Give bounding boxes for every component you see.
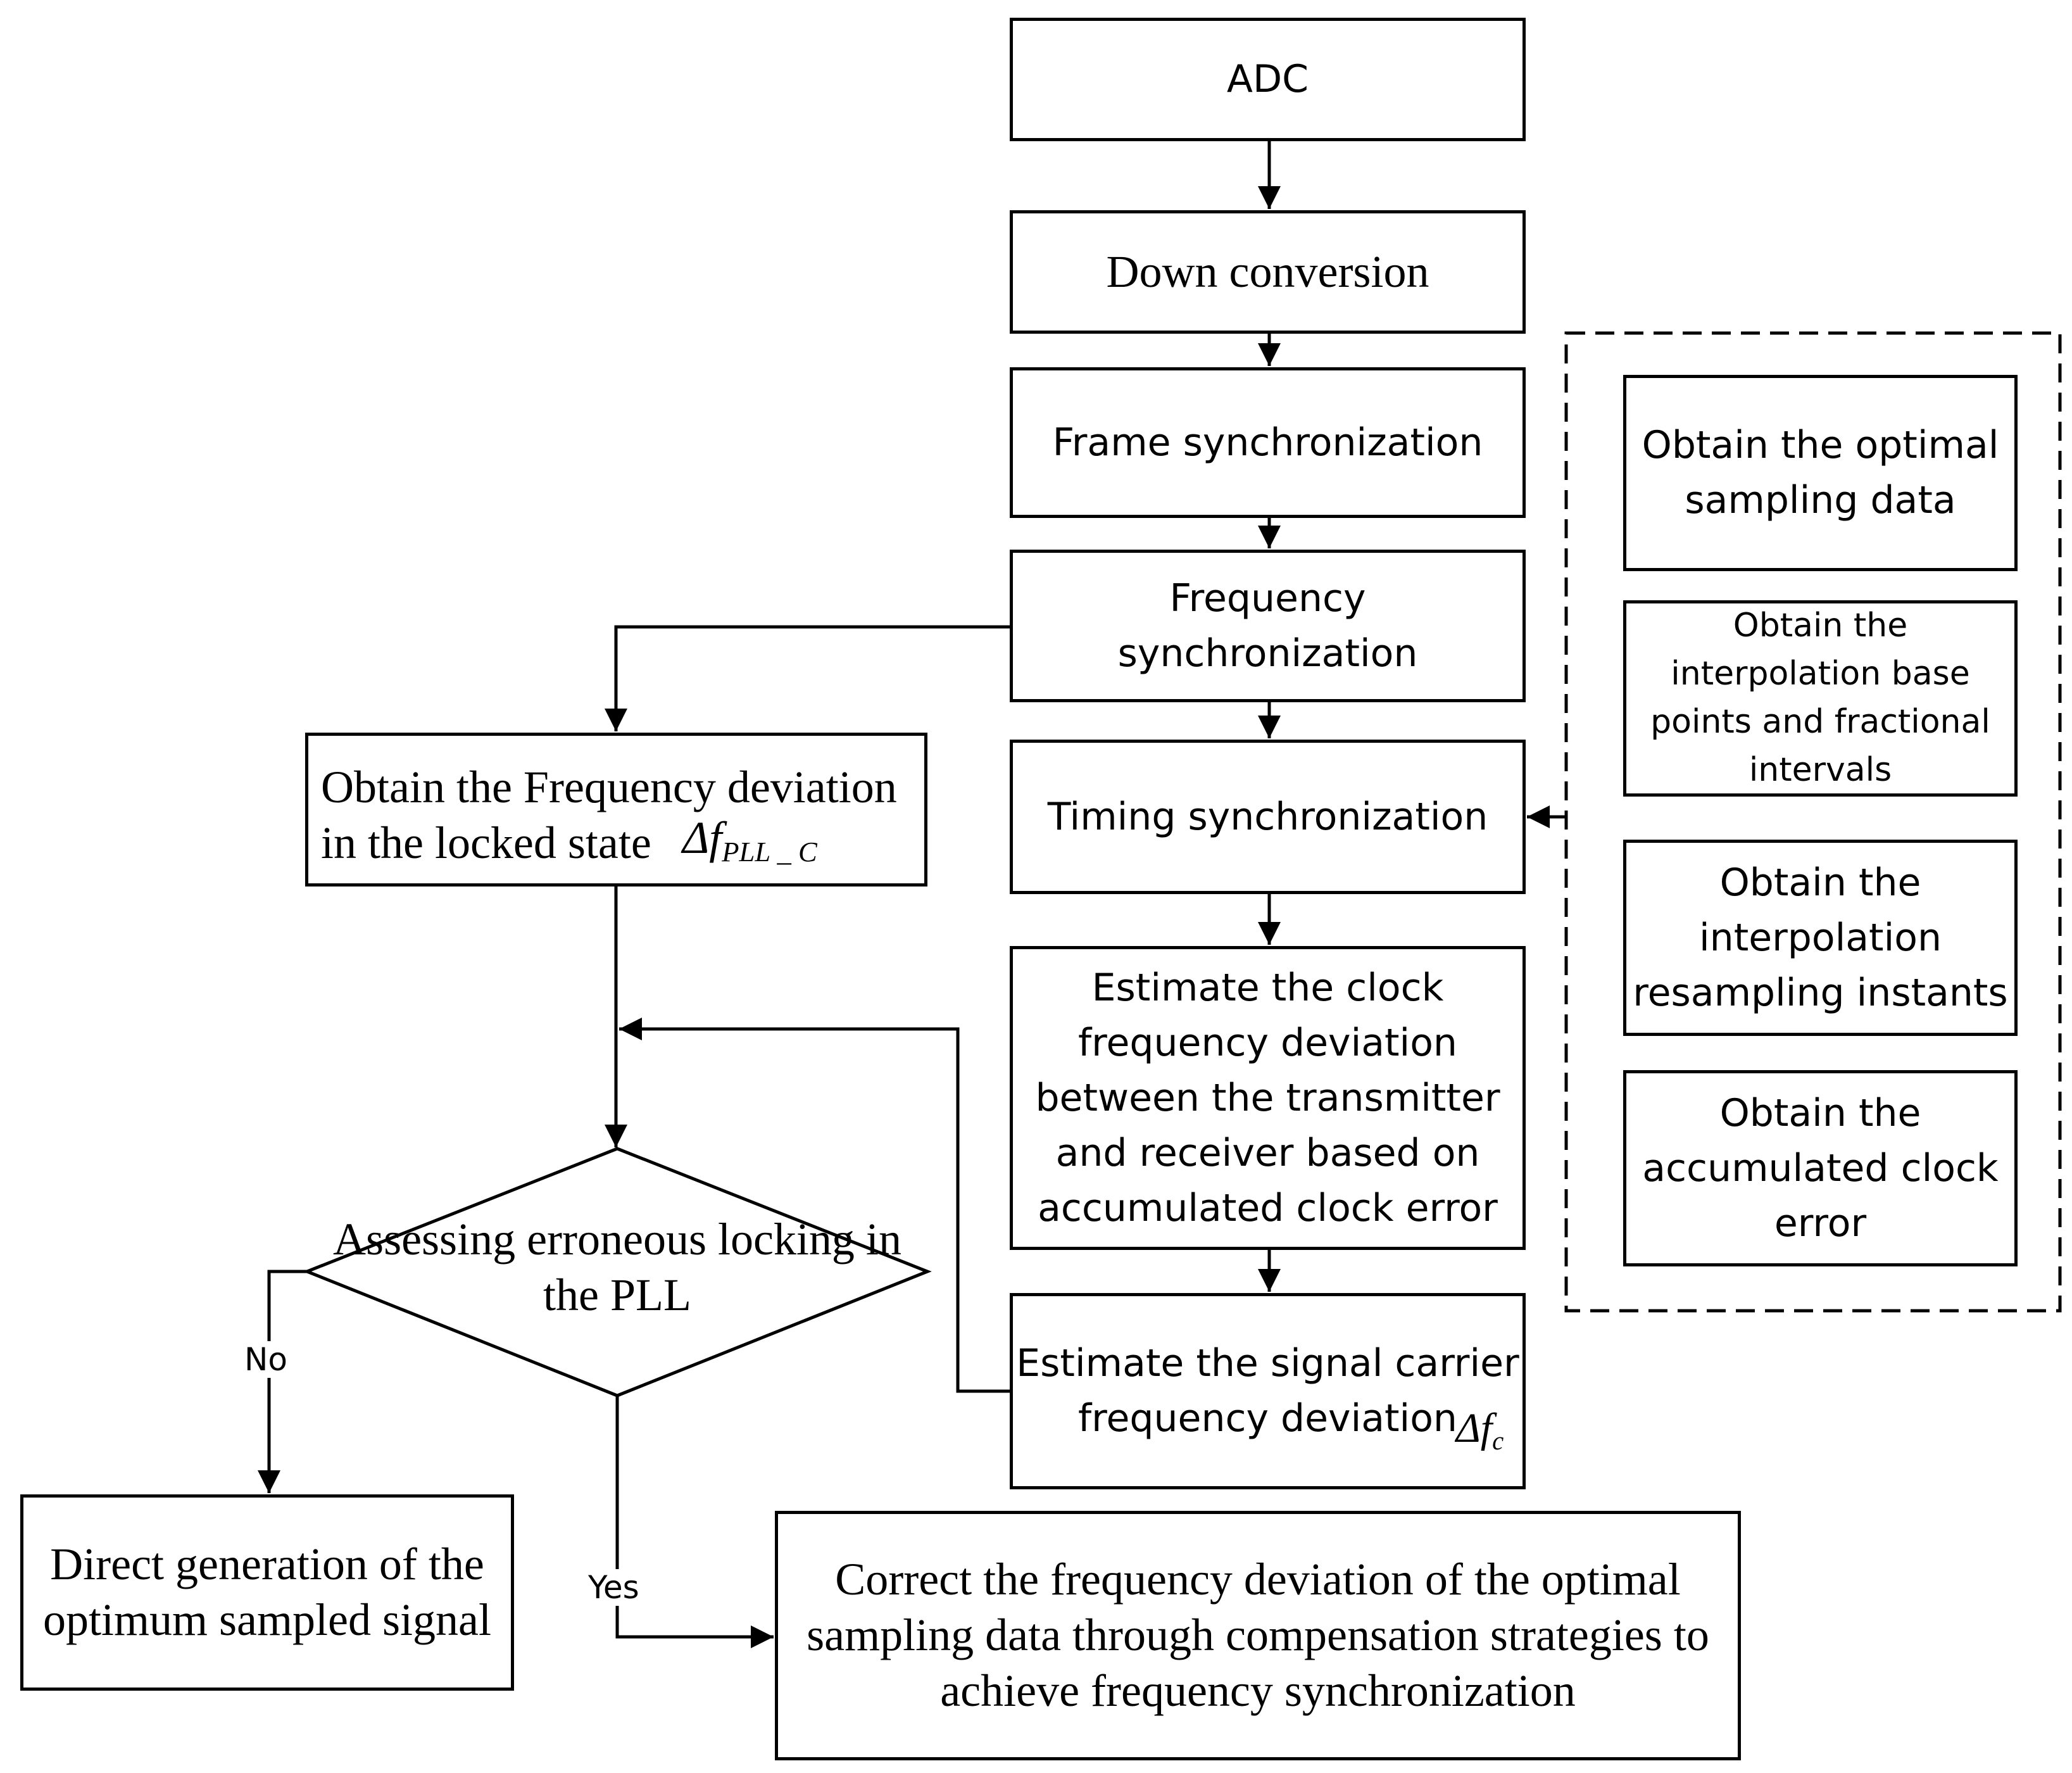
timing-detail-group-frame (1564, 331, 2062, 1313)
obtain-frequency-deviation-box: Obtain the Frequency deviation in the lo… (305, 733, 927, 886)
frequency-sync-box: Frequency synchronization (1010, 550, 1526, 702)
estimate-clock-label: Estimate the clock frequency deviation b… (1035, 965, 1500, 1230)
no-branch-label: No (242, 1341, 290, 1378)
adc-box: ADC (1010, 18, 1526, 141)
estimate-carrier-label: Estimate the signal carrier frequency de… (1016, 1341, 1519, 1441)
estimate-carrier-box: Estimate the signal carrier frequency de… (1010, 1293, 1526, 1489)
obtain-interpolation-base-label: Obtain the interpolation base points and… (1650, 607, 1990, 789)
correct-frequency-label: Correct the frequency deviation of the o… (807, 1554, 1709, 1716)
frame-sync-label: Frame synchronization (1052, 420, 1483, 465)
timing-sync-box: Timing synchronization (1010, 740, 1526, 894)
pll-symbol-sub: PLL _ C (722, 836, 817, 868)
timing-sync-label: Timing synchronization (1047, 794, 1488, 839)
obtain-accumulated-error-box: Obtain the accumulated clock error (1623, 1070, 2018, 1266)
estimate-clock-box: Estimate the clock frequency deviation b… (1010, 946, 1526, 1250)
arrow-decision-no-branch (258, 1270, 307, 1493)
obtain-optimal-sampling-box: Obtain the optimal sampling data (1623, 375, 2018, 571)
obtain-optimal-sampling-label: Obtain the optimal sampling data (1642, 423, 1999, 522)
carrier-deviation-symbol: Δfc (1456, 1404, 1504, 1456)
correct-frequency-box: Correct the frequency deviation of the o… (775, 1511, 1741, 1760)
pll-deviation-symbol: ΔfPLL _ C (682, 812, 817, 868)
obtain-interpolation-base-box: Obtain the interpolation base points and… (1623, 600, 2018, 797)
pll-symbol-base: Δf (682, 812, 722, 863)
carrier-symbol-sub: c (1492, 1427, 1504, 1456)
frame-sync-box: Frame synchronization (1010, 367, 1526, 518)
arrow-decision-yes-branch (615, 1396, 774, 1648)
obtain-accumulated-error-label: Obtain the accumulated clock error (1642, 1090, 1999, 1246)
direct-generation-label: Direct generation of the optimum sampled… (43, 1539, 491, 1645)
arrow-estimate-carrier-feedback (619, 1018, 1010, 1393)
adc-label: ADC (1226, 57, 1309, 101)
carrier-symbol-base: Δf (1456, 1405, 1493, 1451)
frequency-sync-label: Frequency synchronization (1117, 576, 1418, 676)
down-conversion-label: Down conversion (1106, 246, 1429, 297)
direct-generation-box: Direct generation of the optimum sampled… (20, 1494, 514, 1691)
down-conversion-box: Down conversion (1010, 210, 1526, 334)
yes-branch-label: Yes (586, 1569, 642, 1606)
obtain-frequency-deviation-label: Obtain the Frequency deviation in the lo… (321, 762, 897, 868)
obtain-resampling-instants-label: Obtain the interpolation resampling inst… (1633, 860, 2008, 1015)
arrow-frequency-sync-to-obtain-deviation (605, 625, 1010, 731)
obtain-resampling-instants-box: Obtain the interpolation resampling inst… (1623, 840, 2018, 1036)
decision-label: Assessing erroneous locking in the PLL (333, 1214, 901, 1320)
